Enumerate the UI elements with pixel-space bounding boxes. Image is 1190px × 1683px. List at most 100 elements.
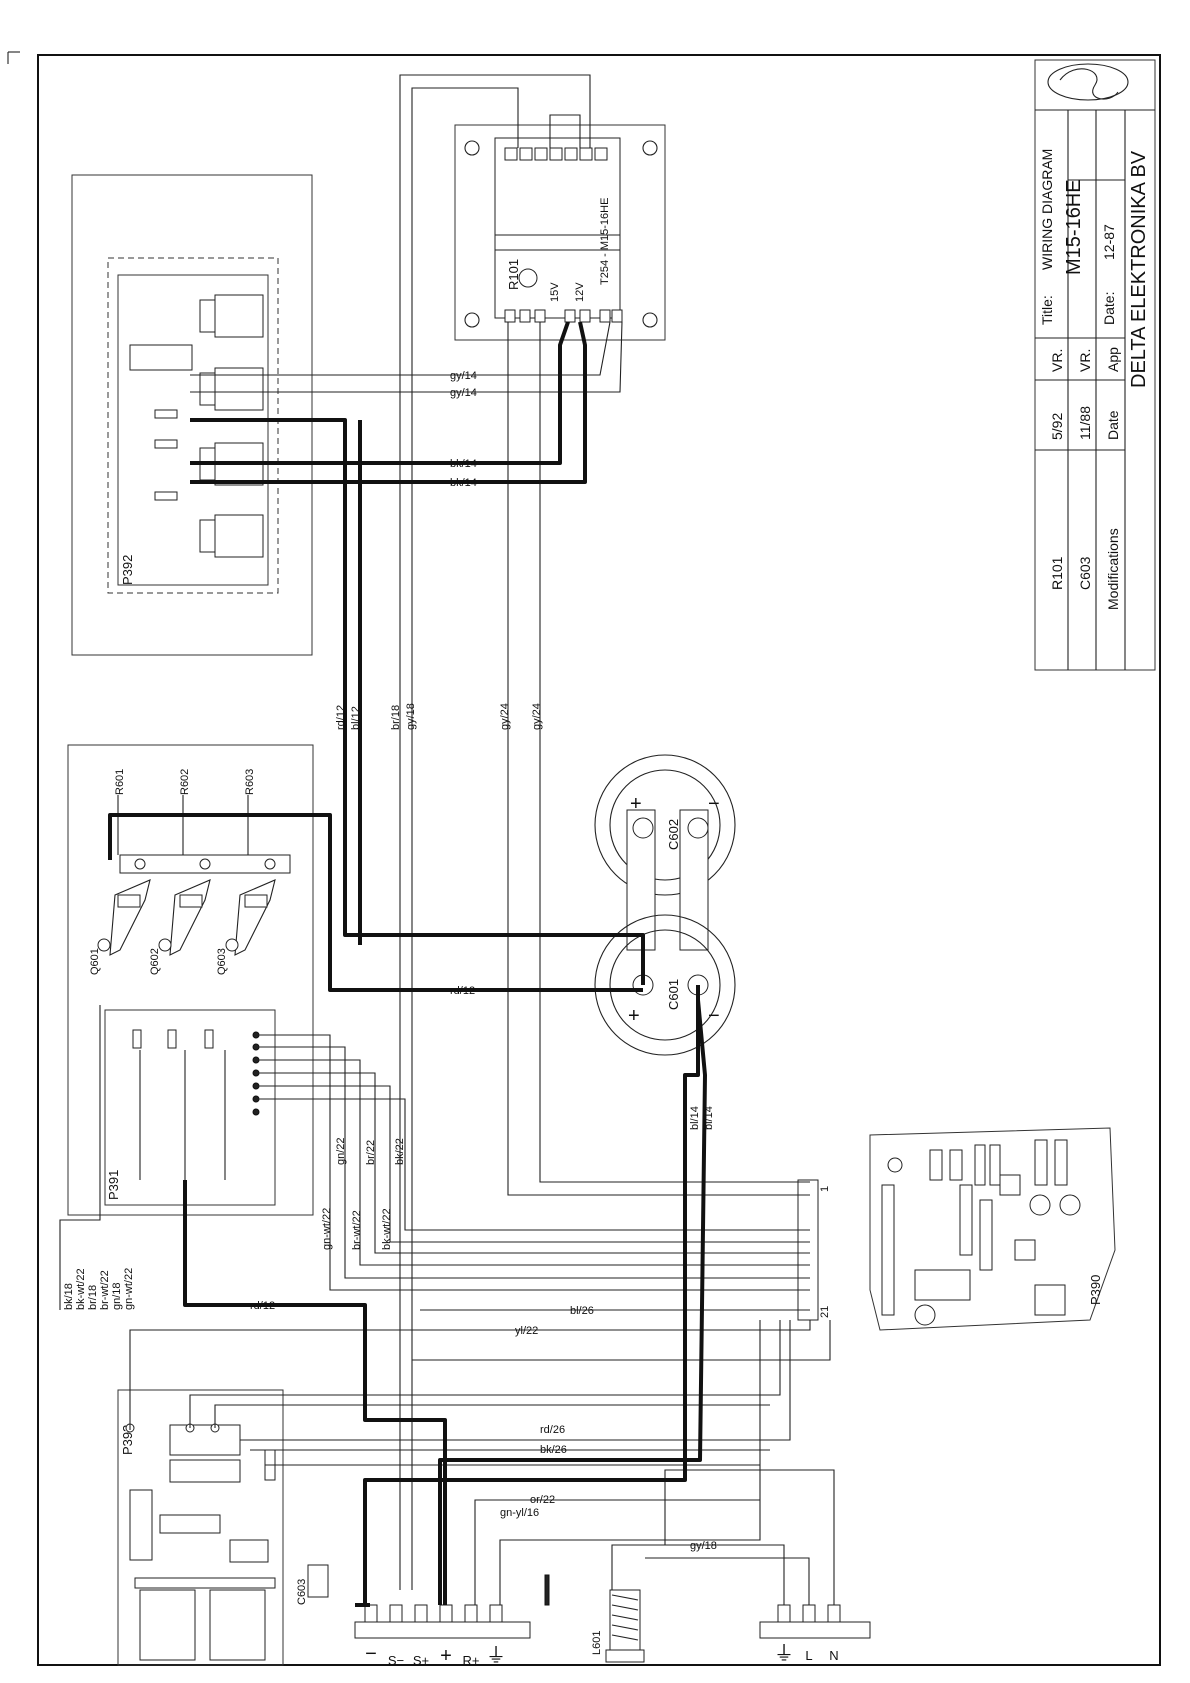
p390-label: P390 bbox=[1088, 1275, 1103, 1305]
mains-earth-terminal: ⏚ bbox=[774, 1643, 794, 1665]
thick-wires bbox=[108, 321, 707, 1607]
terminal-sense-minus: S− bbox=[388, 1653, 404, 1668]
p392-transistor-2 bbox=[199, 367, 264, 411]
wire-gnyl16: gn-yl/16 bbox=[500, 1507, 539, 1519]
p390-edge-connector bbox=[881, 1184, 895, 1316]
date-column-label: Date bbox=[1105, 410, 1121, 440]
t254-top-connector bbox=[504, 147, 608, 161]
r601-label: R601 bbox=[114, 769, 126, 795]
mod-part-1: R101 bbox=[1049, 556, 1065, 590]
legend-item-4: br-wt/22 bbox=[99, 1270, 111, 1310]
wire-rd12-b: rd/12 bbox=[450, 985, 475, 997]
c601-plus: + bbox=[628, 1005, 640, 1027]
t254-label: T254 - M15-16HE bbox=[599, 198, 611, 285]
p392-board: P392 bbox=[71, 174, 313, 656]
wire-yl22: yl/22 bbox=[515, 1325, 538, 1337]
q603-transistor bbox=[225, 879, 276, 956]
t254-bottom-connector bbox=[504, 309, 623, 323]
c601-minus: − bbox=[708, 1005, 720, 1027]
wire-bk26: bk/26 bbox=[540, 1444, 567, 1456]
p392-transistor-1 bbox=[199, 294, 264, 338]
app-column-label: App bbox=[1105, 347, 1121, 372]
wire-gy14-a: gy/14 bbox=[450, 370, 477, 382]
c602-minus: − bbox=[708, 793, 720, 815]
q601-label: Q601 bbox=[89, 948, 101, 975]
mains-terminal-block bbox=[759, 1604, 871, 1639]
wire-bl26: bl/26 bbox=[570, 1305, 594, 1317]
mod-date-2: 11/88 bbox=[1077, 406, 1093, 440]
q602-label: Q602 bbox=[149, 948, 161, 975]
wire-rd12-c: rd/12 bbox=[250, 1300, 275, 1312]
p390-board: P390 bbox=[869, 1127, 1116, 1331]
title-label: Title: bbox=[1039, 295, 1055, 325]
wire-bl12: bl/12 bbox=[350, 706, 362, 730]
c603-capacitor: C603 bbox=[296, 1564, 329, 1605]
r101-resistor bbox=[518, 268, 538, 288]
r603-label: R603 bbox=[244, 769, 256, 795]
c602-plus: + bbox=[630, 793, 642, 815]
terminal-plus: + bbox=[440, 1645, 452, 1667]
title-value: WIRING DIAGRAM bbox=[1039, 149, 1055, 270]
company-name: DELTA ELEKTRONIKA BV bbox=[1128, 150, 1150, 388]
wire-rd12-a: rd/12 bbox=[335, 705, 347, 730]
c602-capacitor: C602 + − bbox=[594, 754, 736, 951]
wire-gn22: gn/22 bbox=[335, 1137, 347, 1165]
p392-transistor-4 bbox=[199, 514, 264, 558]
p392-capacitor bbox=[129, 344, 193, 371]
15v-label: 15V bbox=[549, 282, 561, 302]
wire-bk14-b: bk/14 bbox=[450, 477, 477, 489]
legend-item-6: gn-wt/22 bbox=[123, 1268, 135, 1310]
mod-vr-1: VR. bbox=[1049, 349, 1065, 372]
wire-bk14-a: bk/14 bbox=[450, 458, 477, 470]
c603-label: C603 bbox=[296, 1579, 308, 1605]
wire-br22: br/22 bbox=[365, 1140, 377, 1165]
pin-21-label: 21 bbox=[819, 1306, 831, 1318]
wire-bkwt22: bk-wt/22 bbox=[381, 1208, 393, 1250]
thin-wires bbox=[59, 74, 835, 1605]
model-number: M15-16HE bbox=[1063, 179, 1085, 275]
wire-gy18-mains: gy/18 bbox=[690, 1540, 717, 1552]
r101-label: R101 bbox=[506, 259, 521, 290]
l601-inductor: L601 bbox=[591, 1589, 645, 1663]
12v-label: 12V bbox=[574, 282, 586, 302]
modifications-label: Modifications bbox=[1105, 528, 1121, 610]
q601-transistor bbox=[97, 879, 151, 956]
q602-transistor bbox=[158, 879, 211, 956]
output-terminal-block bbox=[354, 1574, 550, 1639]
wire-bl14-a: bl/14 bbox=[689, 1106, 701, 1130]
pin-1-label: 1 bbox=[819, 1186, 831, 1192]
mod-date-1: 5/92 bbox=[1049, 413, 1065, 440]
wire-bl14-b: bl/14 bbox=[703, 1106, 715, 1130]
wire-or22: or/22 bbox=[530, 1494, 555, 1506]
wire-bk22: bk/22 bbox=[394, 1138, 406, 1165]
wire-gy14-b: gy/14 bbox=[450, 387, 477, 399]
q603-label: Q603 bbox=[216, 948, 228, 975]
p391-label: P391 bbox=[106, 1170, 121, 1200]
wire-gnwt22: gn-wt/22 bbox=[321, 1208, 333, 1250]
mains-neutral-terminal: N bbox=[829, 1648, 838, 1663]
r602-label: R602 bbox=[179, 769, 191, 795]
legend-item-5: gn/18 bbox=[111, 1282, 123, 1310]
edge-connector-21pin: 1 21 bbox=[797, 1179, 831, 1321]
wire-labels: gy/14 gy/14 bk/14 bk/14 rd/12 bl/12 br/1… bbox=[250, 370, 717, 1552]
wire-gy24-a: gy/24 bbox=[499, 703, 511, 730]
delta-logo-stroke-icon bbox=[1059, 68, 1119, 100]
date-label: Date: bbox=[1101, 292, 1117, 325]
c602-label: C602 bbox=[666, 819, 681, 850]
p393-board: P393 bbox=[117, 1389, 284, 1666]
terminal-sense-plus: S+ bbox=[413, 1653, 429, 1668]
title-block: DELTA ELEKTRONIKA BV Title: WIRING DIAGR… bbox=[1034, 59, 1156, 671]
terminal-ground: ⏚ bbox=[486, 1645, 506, 1667]
legend-item-2: bk-wt/22 bbox=[75, 1268, 87, 1310]
wire-legend: bk/18 bk-wt/22 br/18 br-wt/22 gn/18 gn-w… bbox=[63, 1268, 135, 1310]
wire-gy24-b: gy/24 bbox=[531, 703, 543, 730]
legend-item-3: br/18 bbox=[87, 1285, 99, 1310]
wire-gy18: gy/18 bbox=[405, 703, 417, 730]
legend-item-1: bk/18 bbox=[63, 1283, 75, 1310]
date-value: 12-87 bbox=[1101, 224, 1117, 260]
drawing-frame bbox=[37, 54, 1161, 1666]
p392-label: P392 bbox=[120, 555, 135, 585]
wire-rd26: rd/26 bbox=[540, 1424, 565, 1436]
mod-vr-2: VR. bbox=[1077, 349, 1093, 372]
